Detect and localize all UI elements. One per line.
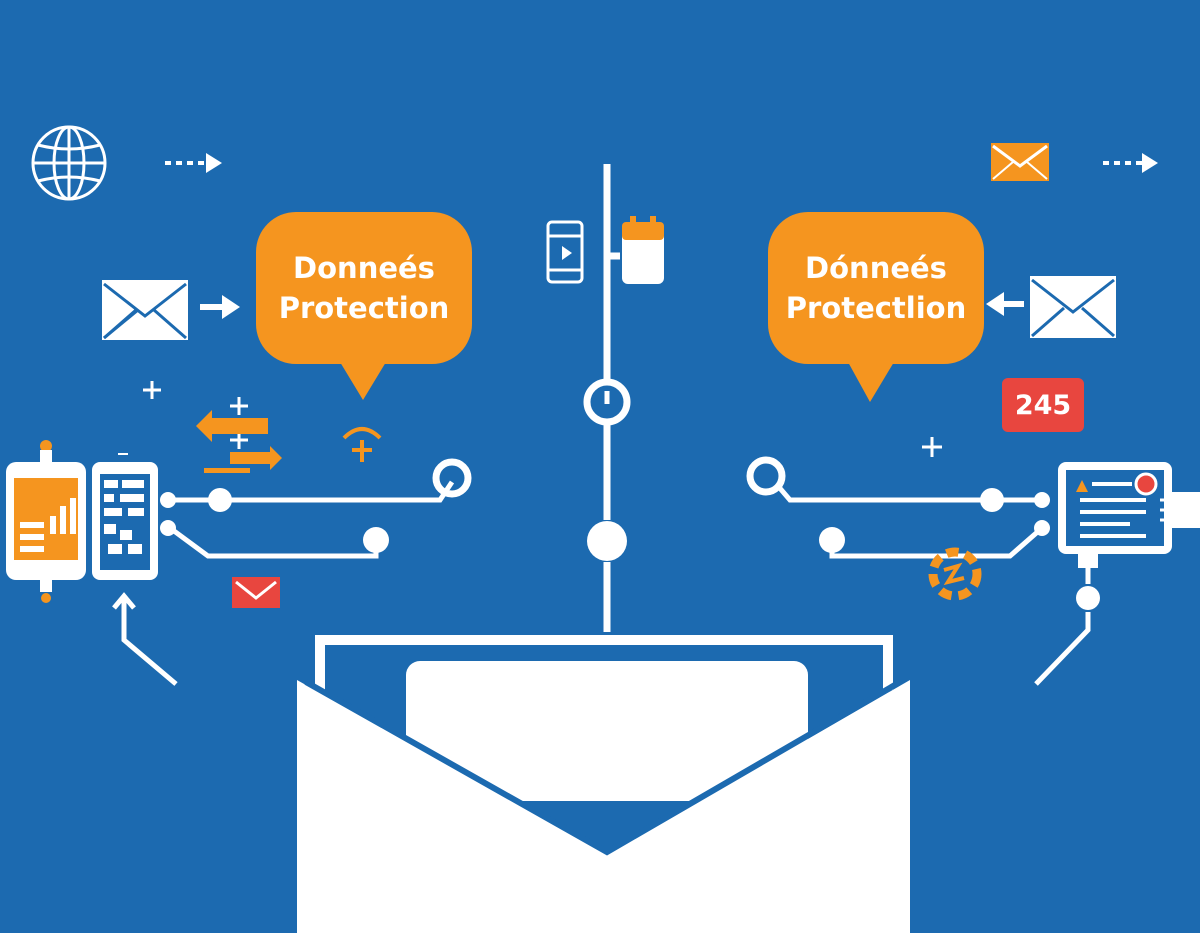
notification-badge-value: 245	[1014, 389, 1072, 421]
envelope-icon	[102, 280, 188, 340]
plus-icon	[922, 437, 942, 457]
bubble-left-line1: Donneés	[293, 251, 435, 285]
calendar-icon	[622, 216, 664, 284]
arrow-left-icon	[986, 292, 1024, 316]
envelope-icon	[1030, 276, 1116, 338]
circuit-nodes-left	[160, 458, 472, 553]
smartphone-list-icon	[92, 453, 158, 580]
notification-badge: 245	[1002, 378, 1084, 432]
bubble-left-line2: Protection	[278, 291, 450, 325]
computer-monitor-icon	[1058, 462, 1200, 568]
arm-connector-right	[1034, 568, 1100, 686]
globe-icon	[31, 125, 107, 201]
speech-bubble-right: Dónneés Protectlion	[768, 212, 984, 364]
speech-bubble-right-shape	[848, 362, 894, 402]
arrow-up-icon	[112, 592, 178, 686]
center-node	[587, 521, 627, 561]
center-vertical-line	[603, 164, 620, 632]
dashed-arrow-right-icon	[165, 153, 222, 173]
envelope-small-icon	[991, 143, 1049, 181]
wifi-signal-icon	[342, 427, 382, 462]
dashed-arrow-right-icon	[1103, 153, 1158, 173]
smartphone-icon	[546, 220, 584, 284]
gear-icon	[928, 547, 982, 601]
plus-icon	[143, 381, 248, 449]
power-icon	[583, 378, 631, 426]
transfer-arrows-icon	[196, 410, 282, 473]
tablet-dashboard-icon	[6, 440, 86, 603]
bubble-right-line1: Dónneés	[805, 251, 947, 285]
mail-notification-icon	[232, 577, 280, 608]
speech-bubble-left: Donneés Protection	[256, 212, 472, 364]
large-envelope-icon	[297, 635, 910, 933]
bubble-right-line2: Protectlion	[785, 291, 967, 325]
speech-bubble-left-shape	[340, 362, 386, 400]
arrow-right-icon	[200, 295, 240, 319]
circuit-nodes-right	[746, 456, 1050, 553]
